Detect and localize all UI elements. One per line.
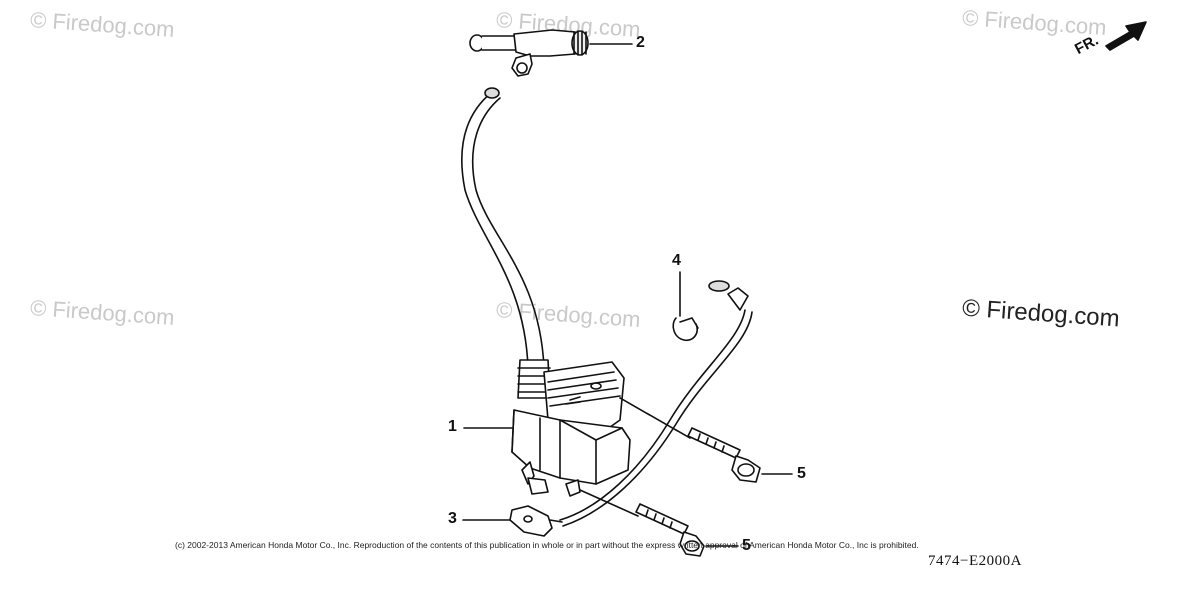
callout-5-upper: 5 [797,465,806,482]
flange-bolt-lower-drawing [579,489,739,557]
callout-2: 2 [636,34,645,51]
callout-3: 3 [448,510,457,527]
diagram-code: 7474−E2000A [928,553,1022,569]
copyright-notice: (c) 2002-2013 American Honda Motor Co., … [175,540,919,550]
ground-wire-drawing [462,280,753,537]
flange-bolt-upper-drawing [619,397,793,483]
front-direction-arrow [1105,21,1147,51]
ignition-coil-drawing [511,359,631,497]
spark-plug-cap-drawing [469,29,633,77]
callout-4: 4 [672,252,681,269]
callout-5-lower: 5 [742,537,751,554]
high-tension-lead-drawing [461,87,545,369]
wire-clamp-drawing [672,271,699,342]
callout-1: 1 [448,418,457,435]
